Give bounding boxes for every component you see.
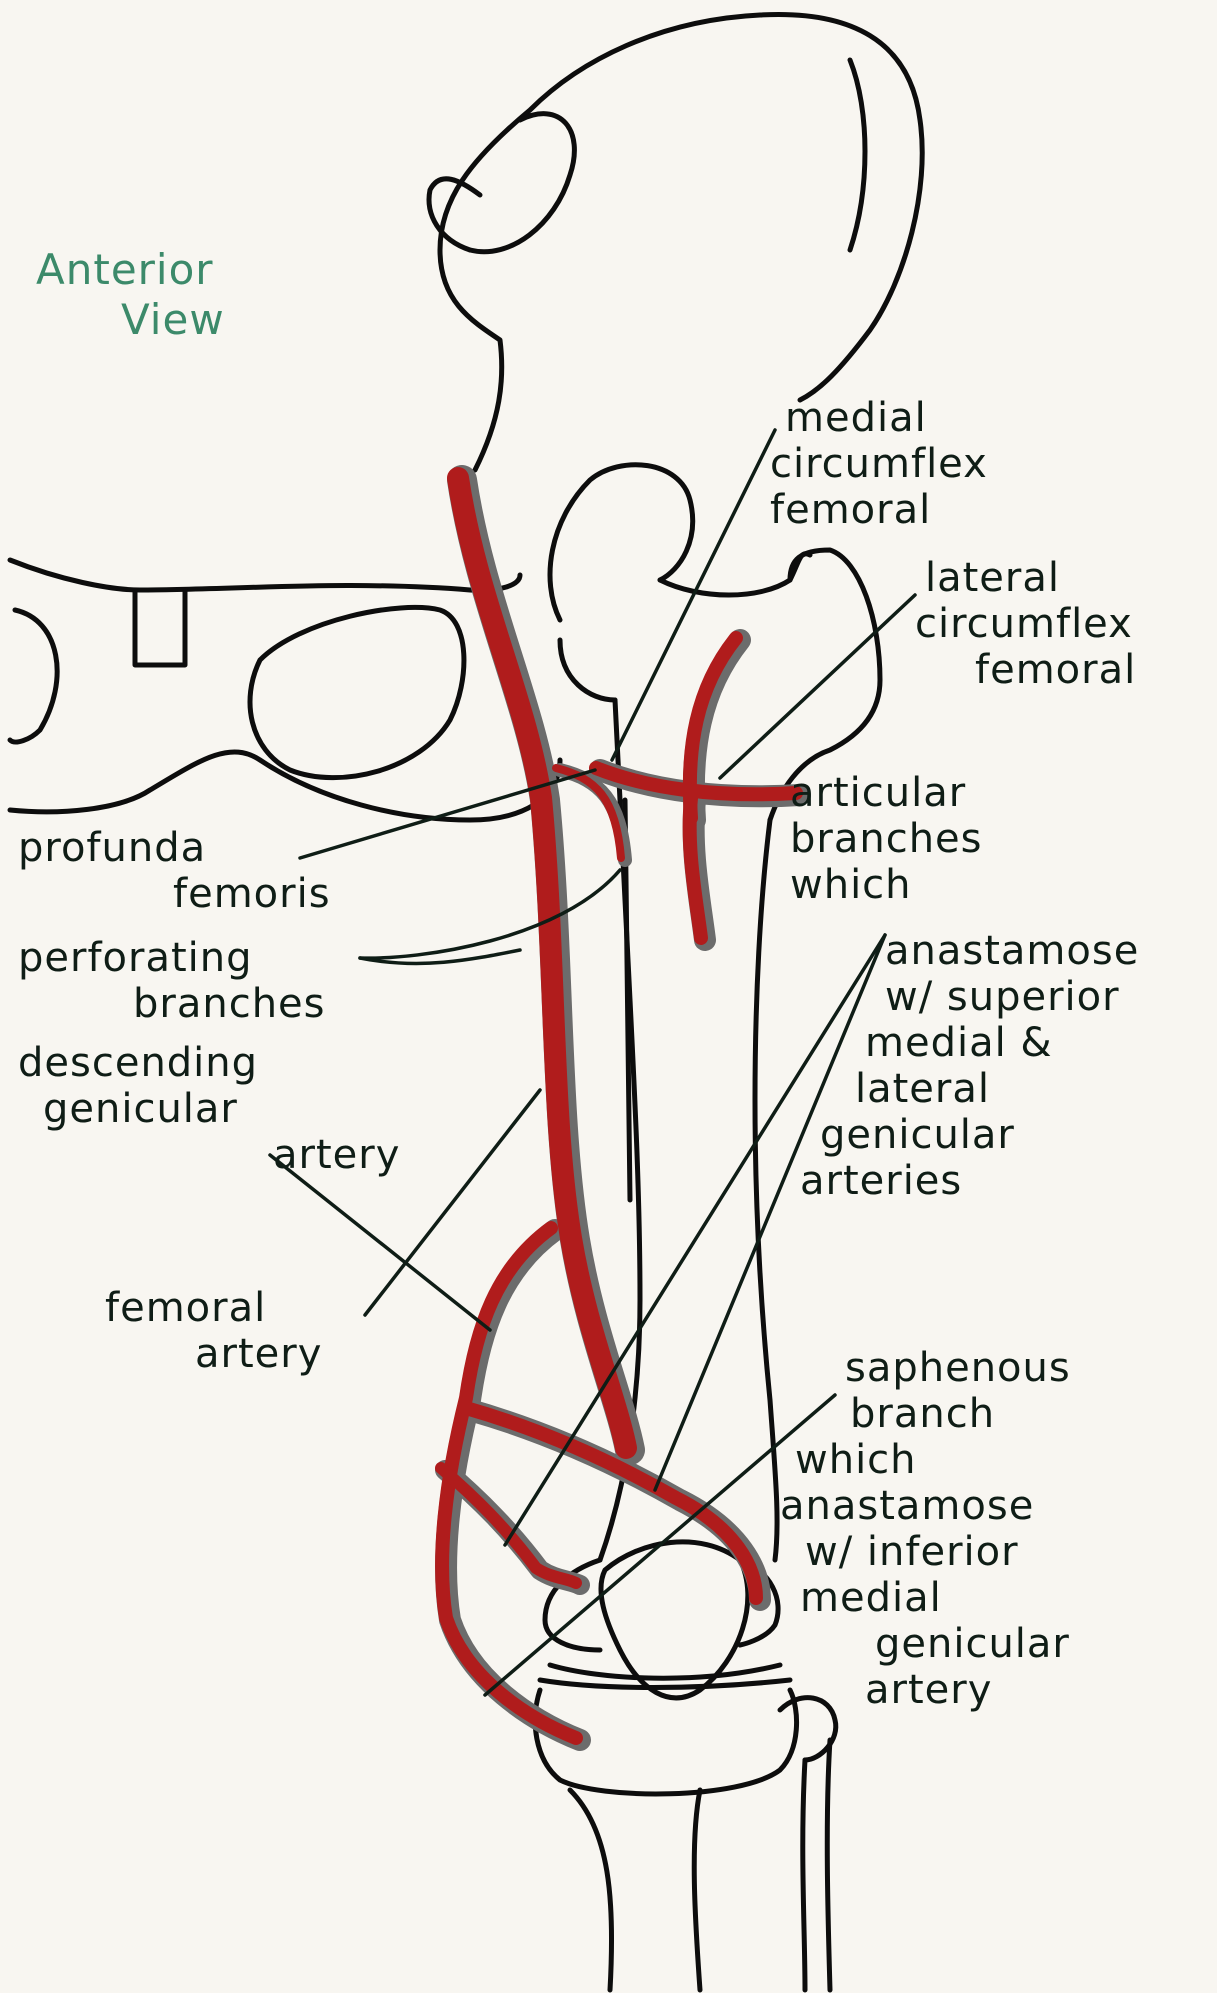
label-perforating: perforating branches xyxy=(18,935,326,1027)
label-line: saphenous xyxy=(780,1345,1071,1391)
view-title-line-1: Anterior xyxy=(36,245,225,295)
label-line: lateral xyxy=(855,1066,1139,1112)
label-line: lateral xyxy=(915,555,1136,601)
label-line: descending xyxy=(18,1040,400,1086)
iliac-blade-edge xyxy=(850,60,865,250)
arteries xyxy=(441,478,800,1740)
label-line: genicular xyxy=(18,1086,400,1132)
artery-fill xyxy=(441,478,796,1738)
fibula-shaft-2 xyxy=(827,1740,830,1990)
label-line: anastamose xyxy=(885,928,1139,974)
label-line: w/ superior xyxy=(885,974,1139,1020)
leader-perforating xyxy=(360,870,620,958)
femoral-head xyxy=(550,465,693,620)
label-descending: descending genicular artery xyxy=(18,1040,400,1178)
inferior-ramus xyxy=(10,752,560,820)
lesser-trochanter xyxy=(560,640,615,700)
label-line: branches xyxy=(790,816,983,862)
label-profunda: profunda femoris xyxy=(18,825,331,917)
label-line: medial & xyxy=(865,1020,1139,1066)
superior-genicular-branch xyxy=(466,1408,756,1598)
label-line: perforating xyxy=(18,935,326,981)
tibia-shaft-lateral xyxy=(694,1790,700,1990)
label-line: femoral xyxy=(105,1285,322,1331)
label-line: profunda xyxy=(18,825,331,871)
label-line: artery xyxy=(105,1331,322,1377)
label-line: articular xyxy=(790,770,983,816)
label-line: genicular xyxy=(780,1621,1071,1667)
label-lateral-circumflex: lateral circumflex femoral xyxy=(915,555,1136,693)
label-line: artery xyxy=(780,1667,1071,1713)
label-line: artery xyxy=(18,1132,400,1178)
pubic-ramus xyxy=(10,560,520,590)
joint-line-upper xyxy=(550,1665,780,1678)
pubic-symphysis xyxy=(135,590,185,665)
view-title: Anterior View xyxy=(36,245,225,345)
fibula-shaft xyxy=(803,1760,805,1990)
label-line: medial xyxy=(770,395,988,441)
label-line: branch xyxy=(780,1391,1071,1437)
view-title-line-2: View xyxy=(36,295,225,345)
label-line: branches xyxy=(18,981,326,1027)
label-line: circumflex xyxy=(915,601,1136,647)
joint-line-lower xyxy=(540,1680,790,1688)
label-saphenous: saphenous branch which anastamose w/ inf… xyxy=(780,1345,1071,1713)
label-anastamose-superior: anastamose w/ superior medial & lateral … xyxy=(885,928,1139,1204)
label-articular: articular branches which xyxy=(790,770,983,908)
medial-genicular-branch xyxy=(441,1468,576,1583)
label-line: arteries xyxy=(800,1158,1139,1204)
label-femoral: femoral artery xyxy=(105,1285,322,1377)
left-obturator-foramen xyxy=(10,610,57,742)
label-line: circumflex xyxy=(770,441,988,487)
label-line: femoral xyxy=(770,487,988,533)
label-line: medial xyxy=(780,1575,1071,1621)
label-line: which xyxy=(790,862,983,908)
label-line: anastamose xyxy=(780,1483,1071,1529)
obturator-foramen xyxy=(250,607,464,777)
label-line: femoris xyxy=(18,871,331,917)
leader-lateral-circumflex xyxy=(720,595,915,778)
label-line: femoral xyxy=(915,647,1136,693)
label-line: which xyxy=(780,1437,1071,1483)
label-medial-circumflex: medial circumflex femoral xyxy=(770,395,988,533)
sacrum-joint xyxy=(470,114,574,252)
label-line: w/ inferior xyxy=(780,1529,1071,1575)
tibia-shaft-medial xyxy=(570,1790,612,1990)
label-line: genicular xyxy=(820,1112,1139,1158)
